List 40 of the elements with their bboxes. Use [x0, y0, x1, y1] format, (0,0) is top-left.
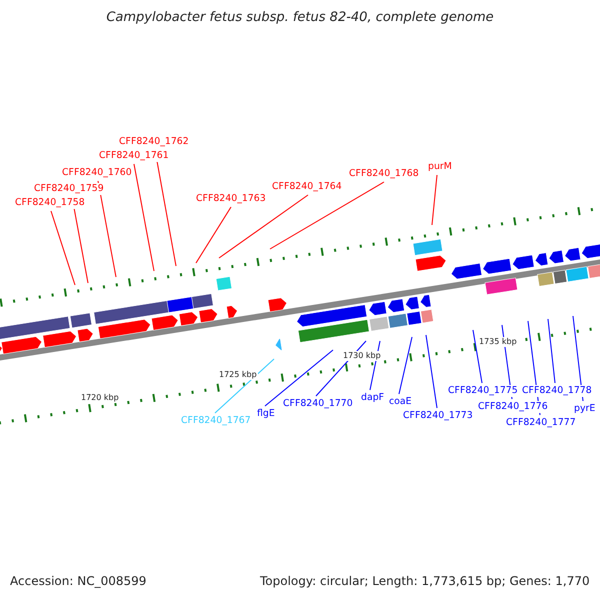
- gene-label: CFF8240_1761: [99, 150, 169, 162]
- leader-line: [98, 180, 116, 278]
- gene-label: CFF8240_1775: [448, 385, 518, 397]
- leader-line: [50, 210, 76, 286]
- gene-label: CFF8240_1773: [403, 410, 473, 422]
- gene-label: CFF8240_1778: [522, 385, 592, 397]
- tick-label: 1725 kbp: [218, 370, 258, 380]
- leader-line: [270, 182, 384, 250]
- leader-line: [572, 316, 584, 402]
- leader-line: [548, 318, 556, 384]
- leader-line: [432, 174, 438, 226]
- tick-label: 1735 kbp: [478, 337, 518, 347]
- gene-label: CFF8240_1764: [272, 181, 342, 193]
- leader-line: [426, 334, 438, 408]
- gene-label: purM: [428, 161, 452, 173]
- gene-label: CFF8240_1760: [62, 167, 132, 179]
- gene-label: dapF: [361, 392, 384, 404]
- gene-label: CFF8240_1759: [34, 183, 104, 195]
- leader-line: [472, 330, 482, 384]
- gene-label: CFF8240_1763: [196, 193, 266, 205]
- tick-label: 1720 kbp: [80, 393, 120, 403]
- genome-summary: Topology: circular; Length: 1,773,615 bp; Genes: 1,770: [260, 575, 590, 587]
- leader-line: [134, 164, 154, 272]
- leader-line: [214, 358, 274, 414]
- gene-label: flgE: [257, 408, 275, 420]
- gene-label: CFF8240_1762: [119, 136, 189, 148]
- gene-label: CFF8240_1776: [478, 401, 548, 413]
- title: Campylobacter fetus subsp. fetus 82-40, complete genome: [105, 10, 495, 25]
- gene-label: CFF8240_1777: [506, 417, 576, 429]
- gene-label: CFF8240_1767: [181, 415, 251, 427]
- leader-line: [264, 350, 334, 406]
- leader-line: [218, 194, 308, 258]
- gene-label: pyrE: [574, 403, 596, 415]
- gene-label: CFF8240_1768: [349, 168, 419, 180]
- accession-text: Accession: NC_008599: [10, 575, 146, 587]
- gene-label: CFF8240_1770: [283, 398, 353, 410]
- gene-label: CFF8240_1758: [15, 197, 85, 209]
- leader-line: [398, 336, 412, 394]
- leader-line: [196, 206, 232, 264]
- tick-label: 1730 kbp: [342, 351, 382, 361]
